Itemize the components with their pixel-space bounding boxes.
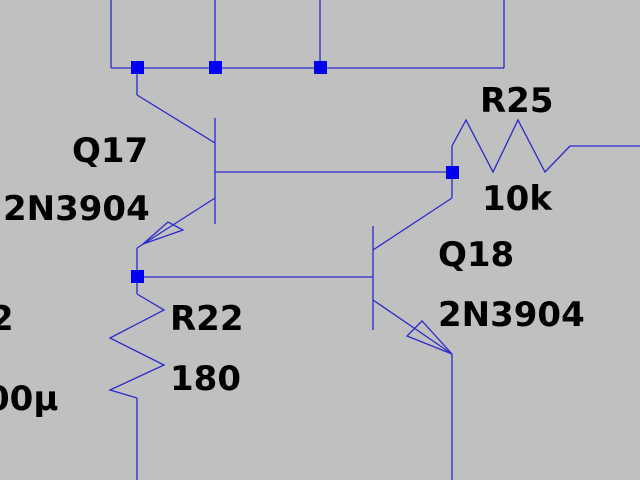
- r22-zigzag: [108, 293, 166, 399]
- q17-emitter-arrow: [142, 221, 185, 245]
- r25-name-label: R25: [480, 81, 554, 121]
- q17-name-label: Q17: [72, 131, 148, 171]
- q17-emitter-lead: [136, 197, 216, 249]
- transistor-q18[interactable]: [137, 172, 453, 480]
- r25-zigzag: [451, 118, 571, 174]
- r22-value-label: 180: [170, 359, 241, 399]
- junctions: [131, 61, 459, 283]
- resistor-r25[interactable]: [451, 118, 640, 174]
- junction-dot: [446, 166, 459, 179]
- q18-collector-lead: [372, 197, 453, 251]
- r22-name-label: R22: [170, 299, 244, 339]
- q17-model-label: 2N3904: [3, 189, 150, 229]
- q17-collector-lead: [136, 94, 216, 144]
- junction-dot: [314, 61, 327, 74]
- junction-dot: [131, 270, 144, 283]
- q18-name-label: Q18: [438, 235, 514, 275]
- resistor-r22[interactable]: [108, 277, 166, 480]
- top-bus: [110, 0, 505, 69]
- labels: Q17 2N3904 R25 10k Q18 2N3904 R22 180 2 …: [0, 81, 585, 419]
- junction-dot: [131, 61, 144, 74]
- junction-dot: [209, 61, 222, 74]
- partial-component-value-label: 00μ: [0, 379, 58, 419]
- q18-emitter-lead: [372, 299, 453, 355]
- r25-value-label: 10k: [482, 179, 553, 219]
- transistor-q17[interactable]: [136, 68, 452, 277]
- q18-model-label: 2N3904: [438, 295, 585, 335]
- q18-emitter-arrow: [405, 320, 453, 355]
- partial-component-name-label: 2: [0, 299, 14, 339]
